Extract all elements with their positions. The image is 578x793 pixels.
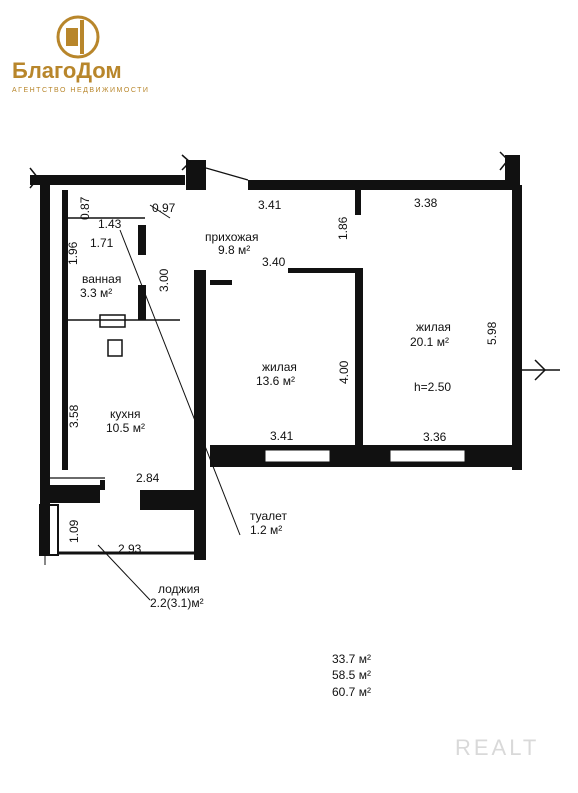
dim-label: 3.36 [423,430,447,444]
total-usable-area: 58.5 м² [332,668,371,682]
loggia-area: 2.2(3.1)м² [150,596,204,610]
dim-label: 3.41 [270,429,294,443]
hall-area: 9.8 м² [218,243,250,257]
logo: БлагоДом АГЕНТСТВО НЕДВИЖИМОСТИ [12,15,149,94]
dim-label: 2.93 [118,542,142,556]
dimension-labels: 0.87 0.97 1.43 1.96 1.71 3.00 3.41 3.38 … [66,196,499,556]
living2-name: жилая [416,320,451,334]
dim-label: 1.96 [66,241,80,265]
kitchen-name: кухня [110,407,141,421]
living1-area: 13.6 м² [256,374,295,388]
area-totals: 33.7 м² 58.5 м² 60.7 м² [332,652,371,699]
dim-label: 1.71 [90,236,114,250]
logo-name: БлагоДом [12,58,122,83]
toilet-name: туалет [250,509,287,523]
walls [29,151,560,601]
dim-label: 1.86 [336,216,350,240]
loggia-name: лоджия [158,582,200,596]
dim-label: 2.84 [136,471,160,485]
dim-label: 0.87 [78,196,92,220]
kitchen-area: 10.5 м² [106,421,145,435]
dim-label: 0.97 [152,201,176,215]
watermark: REALT [455,735,539,760]
dim-label: 3.40 [262,255,286,269]
toilet-area: 1.2 м² [250,523,282,537]
hall-name: прихожая [205,230,258,244]
dim-label: 3.00 [157,268,171,292]
logo-mark-house-icon [66,28,78,46]
dim-label: 4.00 [337,360,351,384]
total-living-area: 33.7 м² [332,652,371,666]
living2-area: 20.1 м² [410,335,449,349]
dim-label: 1.09 [67,519,81,543]
dim-label: 3.58 [67,404,81,428]
logo-tagline: АГЕНТСТВО НЕДВИЖИМОСТИ [12,87,149,94]
dim-label: 3.41 [258,198,282,212]
total-area: 60.7 м² [332,685,371,699]
bath-area: 3.3 м² [80,286,112,300]
dim-label: 5.98 [485,321,499,345]
logo-mark-icon [56,15,100,59]
ceiling-height: h=2.50 [414,380,451,394]
living1-name: жилая [262,360,297,374]
bath-name: ванная [82,272,121,286]
room-labels: прихожая 9.8 м² ванная 3.3 м² кухня 10.5… [80,230,451,610]
dim-label: 3.38 [414,196,438,210]
dim-label: 1.43 [98,217,122,231]
